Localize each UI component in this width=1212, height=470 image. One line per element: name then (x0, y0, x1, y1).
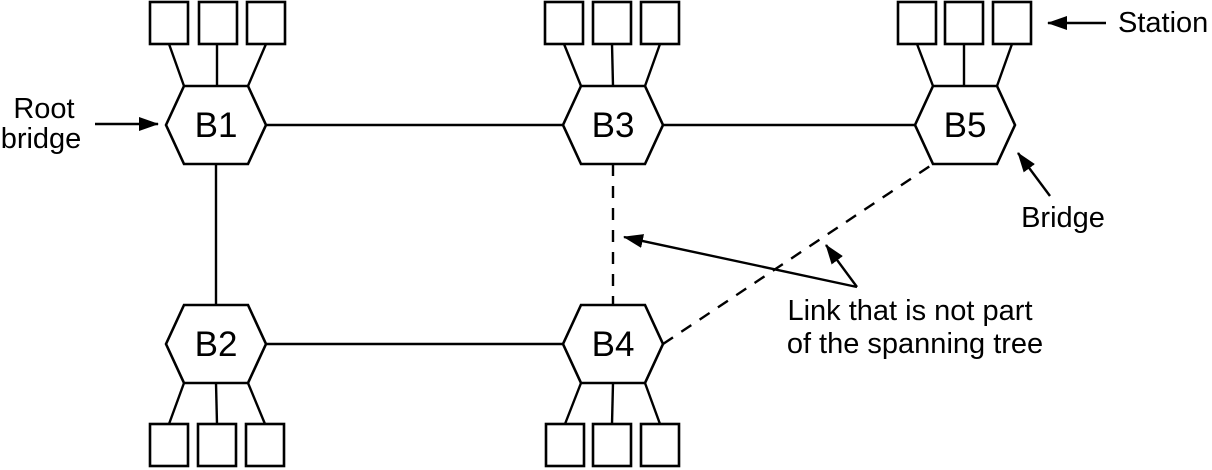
bridge-b4-label: B4 (592, 325, 635, 364)
stations-below-b4 (544, 382, 681, 468)
station-square (591, 0, 633, 46)
root-bridge-label-line1: Root (13, 93, 74, 125)
station-square (639, 0, 681, 46)
non-tree-link-arrow-1 (623, 234, 858, 289)
bridge-node-b5: B5 (913, 84, 1017, 166)
bridge-label: Bridge (1021, 202, 1105, 234)
bridge-arrow (1017, 152, 1051, 197)
non-tree-link-label-line2: of the spanning tree (787, 328, 1043, 360)
station-link-line (610, 382, 615, 425)
station-square (197, 0, 239, 46)
station-square (245, 0, 287, 46)
root-bridge-annotation: Root bridge (1, 93, 159, 155)
bridge-b3-hexagon (561, 84, 665, 166)
bridge-b1-label: B1 (195, 106, 238, 145)
station-link-line (562, 43, 583, 87)
bridge-b1-hexagon (164, 84, 268, 166)
station-square (196, 422, 238, 468)
station-link-line (167, 43, 186, 87)
bridge-b2-hexagon (164, 303, 268, 385)
station-square (544, 422, 586, 468)
stations-below-b2 (148, 382, 286, 468)
station-label: Station (1118, 7, 1208, 39)
bridge-annotation: Bridge (1017, 152, 1105, 234)
stations-above-b1 (148, 0, 287, 87)
station-square (991, 0, 1033, 46)
station-square (591, 422, 633, 468)
station-square (543, 0, 585, 46)
bridge-b2-label: B2 (195, 325, 238, 364)
bridge-b5-label: B5 (944, 106, 987, 145)
station-square (943, 0, 985, 46)
bridge-b3-label: B3 (592, 106, 635, 145)
station-link-line (563, 382, 583, 425)
bridge-node-b2: B2 (164, 303, 268, 385)
stations-above-b3 (543, 0, 681, 87)
bridge-node-b1: B1 (164, 84, 268, 166)
non-tree-link-label-line1: Link that is not part (787, 295, 1032, 327)
station-link-line (995, 43, 1014, 87)
non-tree-link-annotation: Link that is not part of the spanning tr… (623, 234, 1043, 360)
station-link-line (643, 382, 662, 425)
bridge-node-b3: B3 (561, 84, 665, 166)
station-square (896, 0, 938, 46)
station-link-line (643, 43, 662, 87)
station-link-line (167, 382, 186, 425)
station-annotation: Station (1047, 7, 1208, 39)
stations-above-b5 (896, 0, 1033, 87)
bridge-node-b4: B4 (561, 303, 665, 385)
link-b4-b5-non-tree (662, 163, 934, 345)
bridge-b4-hexagon (561, 303, 665, 385)
station-link-line (214, 382, 219, 425)
station-link-line (246, 43, 268, 87)
station-square (639, 422, 681, 468)
station-link-line (246, 382, 267, 425)
station-link-line (915, 43, 935, 87)
station-square (148, 422, 190, 468)
station-square (244, 422, 286, 468)
non-tree-link-arrow-2 (825, 244, 858, 288)
station-link-line (610, 43, 615, 87)
station-square (148, 0, 190, 46)
root-bridge-label-line2: bridge (1, 123, 82, 155)
bridge-b5-hexagon (913, 84, 1017, 166)
